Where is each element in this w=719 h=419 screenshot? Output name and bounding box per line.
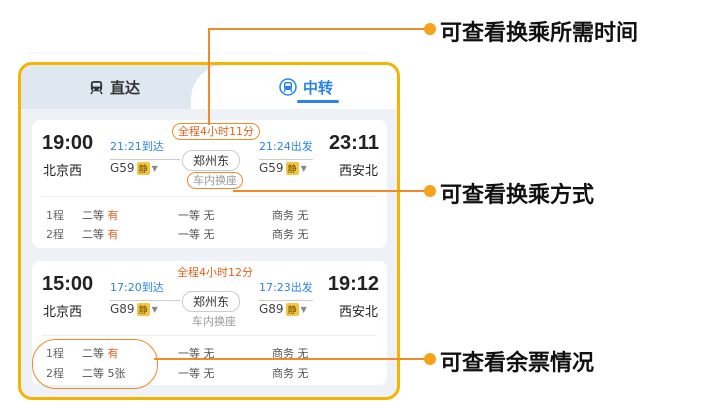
train-number: G59 [110,161,135,175]
departure-station: 北京西 [43,164,83,179]
train-card[interactable]: 15:00 北京西 17:20到达 全程4小时12分 17:23出发 19:12… [32,261,387,385]
total-duration: 全程4小时12分 [172,264,258,280]
second-class: 二等 5张 [82,367,126,380]
leg1-arrival-time: 17:20到达 [110,281,164,294]
callout-line [154,358,428,360]
callout-seats: 可查看余票情况 [440,351,595,376]
train-number-leg2[interactable]: G59 静 ▼ [259,161,307,175]
chevron-down-icon: ▼ [300,304,307,314]
first-class: 一等 无 [178,347,215,360]
tab-bar: 直达 中转 [21,65,397,109]
chevron-down-icon: ▼ [151,304,158,314]
departure-station: 北京西 [43,305,83,320]
tab-direct-label: 直达 [110,78,141,97]
route-line [110,159,180,160]
leg-label: 1程 [46,209,64,222]
arrival-time: 23:11 [328,132,379,154]
arrival-station: 西安北 [338,305,378,320]
quiet-car-badge: 静 [285,302,299,316]
arrival-time: 19:12 [327,273,379,295]
callout-line [208,28,210,125]
transfer-station: 郑州东 [182,150,241,171]
business-class: 商务 无 [272,209,309,222]
first-class: 一等 无 [178,228,215,241]
route-line [110,300,180,301]
transfer-mode: 车内换座 [187,172,243,189]
second-class: 二等 有 [82,228,119,241]
second-class: 二等 有 [82,209,119,222]
callout-line [233,190,428,192]
seat-availability-highlight [32,339,158,389]
chevron-down-icon: ▼ [300,163,307,173]
transfer-mode-text: 车内换座 [192,315,236,328]
train-number-leg2[interactable]: G89 静 ▼ [259,302,307,316]
tab-transfer-label: 中转 [303,78,334,97]
train-number-leg1[interactable]: G89 静 ▼ [110,302,158,316]
leg2-departure-time: 17:23出发 [259,281,313,294]
train-card[interactable]: 19:00 北京西 21:21到达 全程4小时11分 21:24出发 23:11… [32,120,387,248]
duration-text: 全程4小时12分 [177,266,253,279]
first-class: 一等 无 [178,367,215,380]
train-number: G89 [110,302,135,316]
leg-label: 2程 [46,228,64,241]
train-number: G59 [259,161,284,175]
chevron-down-icon: ▼ [151,163,158,173]
divider [42,196,377,197]
first-class: 一等 无 [178,209,215,222]
active-tab-indicator [297,100,339,103]
transfer-mode: 车内换座 [187,313,241,329]
departure-time: 15:00 [42,273,94,295]
callout-dot [424,185,436,197]
total-duration: 全程4小时11分 [172,123,260,140]
callout-line [208,28,428,30]
train-number: G89 [259,302,284,316]
callout-dot [424,353,436,365]
transfer-icon [279,78,297,96]
business-class: 商务 无 [272,347,309,360]
route-line [259,300,313,301]
quiet-car-badge: 静 [136,161,150,175]
divider [42,335,377,336]
train-icon [90,80,103,94]
transfer-station: 郑州东 [182,291,241,312]
train-number-leg1[interactable]: G59 静 ▼ [110,161,158,175]
callout-dot [424,23,436,35]
tab-transfer[interactable]: 中转 [191,65,397,109]
second-class: 二等 有 [82,347,119,360]
quiet-car-badge: 静 [285,161,299,175]
callout-transfer-mode: 可查看换乘方式 [440,183,595,208]
arrival-station: 西安北 [338,164,378,179]
duration-highlight: 全程4小时11分 [172,123,260,140]
business-class: 商务 无 [272,367,309,380]
callout-duration: 可查看换乘所需时间 [440,21,639,46]
quiet-car-badge: 静 [136,302,150,316]
leg1-arrival-time: 21:21到达 [110,140,164,153]
leg2-departure-time: 21:24出发 [259,140,313,153]
business-class: 商务 无 [272,228,309,241]
transfer-mode-highlight: 车内换座 [187,172,243,189]
departure-time: 19:00 [42,132,94,154]
route-line [259,159,313,160]
